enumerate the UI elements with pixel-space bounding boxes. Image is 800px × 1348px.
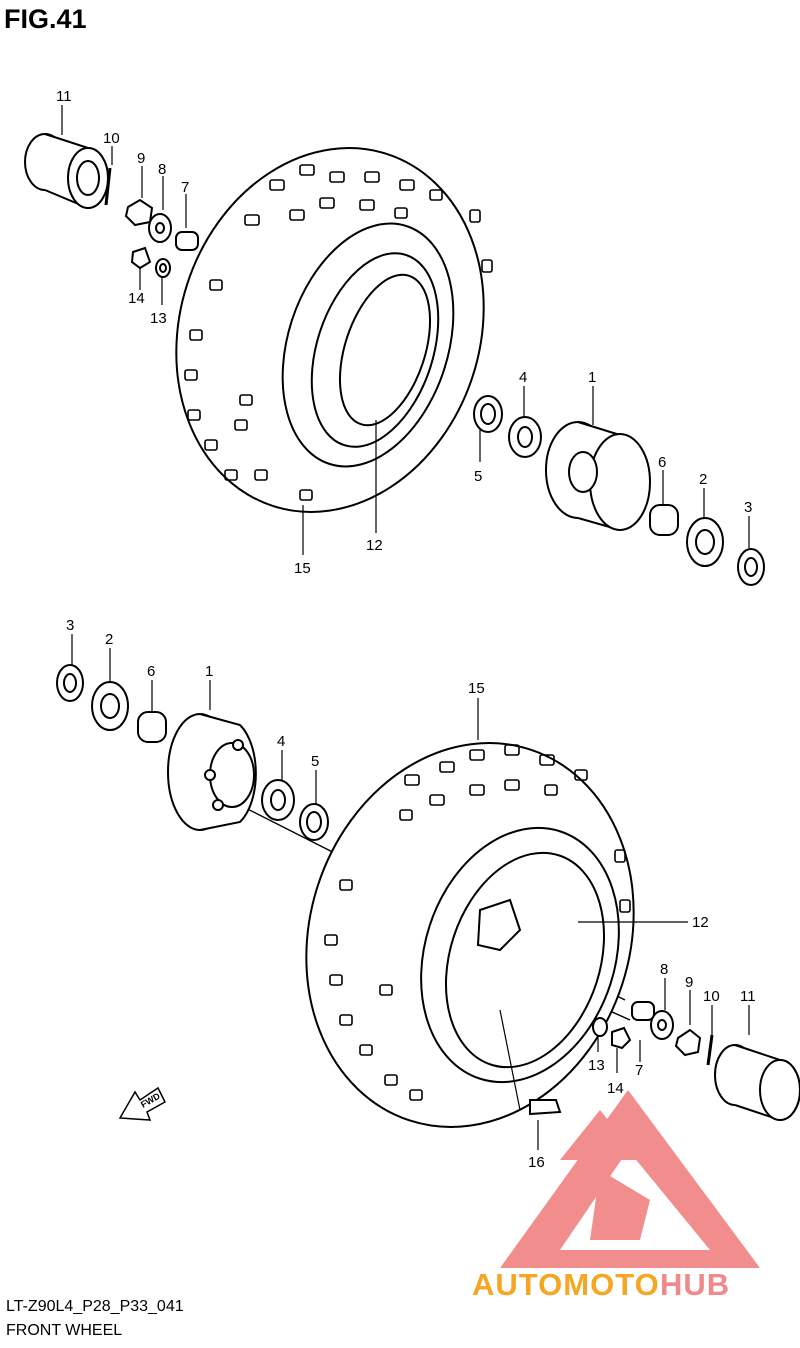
diagram-code: LT-Z90L4_P28_P33_041 <box>6 1298 184 1315</box>
callout-2-bottom: 2 <box>105 631 113 648</box>
callout-1-bottom: 1 <box>205 663 213 680</box>
figure-title: FIG.41 <box>4 4 87 34</box>
tire-bottom <box>305 742 635 1128</box>
callout-10-bottom: 10 <box>703 988 720 1005</box>
callout-8-top: 8 <box>158 161 166 178</box>
fwd-arrow <box>118 1086 166 1121</box>
tire <box>175 147 493 513</box>
callout-1-top: 1 <box>588 369 596 386</box>
callout-14-top: 14 <box>128 290 145 307</box>
callout-7-top: 7 <box>181 179 189 196</box>
diagram-name: FRONT WHEEL <box>6 1322 123 1339</box>
watermark-text-part1: AUTOMOTO <box>472 1267 660 1302</box>
callout-4-bottom: 4 <box>277 733 285 750</box>
callout-8-bottom: 8 <box>660 961 668 978</box>
callout-5-bottom: 5 <box>311 753 319 770</box>
callout-12-bottom: 12 <box>692 914 709 931</box>
top-assembly <box>24 105 765 586</box>
part-1-hub <box>545 421 651 532</box>
callout-7-bottom: 7 <box>635 1062 643 1079</box>
callout-6-bottom: 6 <box>147 663 155 680</box>
callout-16-bottom: 16 <box>528 1154 545 1171</box>
callout-3-bottom: 3 <box>66 617 74 634</box>
callout-4-top: 4 <box>519 369 527 386</box>
watermark-logo <box>500 1090 760 1268</box>
callout-3-top: 3 <box>744 499 752 516</box>
callout-13-bottom: 13 <box>588 1057 605 1074</box>
callout-11-top: 11 <box>56 88 72 105</box>
callout-13-top: 13 <box>150 310 167 327</box>
callout-5-top: 5 <box>474 468 482 485</box>
callout-15-top: 15 <box>294 560 311 577</box>
watermark-text-part2: HUB <box>660 1267 730 1302</box>
callouts-top: 11 10 9 8 7 14 13 4 1 5 6 2 3 12 15 <box>56 88 752 577</box>
callout-10-top: 10 <box>103 130 120 147</box>
callout-14-bottom: 14 <box>607 1080 624 1097</box>
callout-9-top: 9 <box>137 150 145 167</box>
callout-2-top: 2 <box>699 471 707 488</box>
part-1-hub-bottom <box>167 713 257 831</box>
callouts-bottom: 3 2 6 1 4 5 15 12 8 9 10 11 13 7 14 16 <box>66 617 756 1171</box>
callout-6-top: 6 <box>658 454 666 471</box>
part-11-hub-cap-bottom <box>714 1044 800 1122</box>
bottom-assembly <box>56 634 800 1150</box>
callout-9-bottom: 9 <box>685 974 693 991</box>
callout-15-bottom: 15 <box>468 680 485 697</box>
part-11-hub-cap <box>24 133 109 210</box>
callout-12-top: 12 <box>366 537 383 554</box>
callout-11-bottom: 11 <box>740 988 756 1005</box>
